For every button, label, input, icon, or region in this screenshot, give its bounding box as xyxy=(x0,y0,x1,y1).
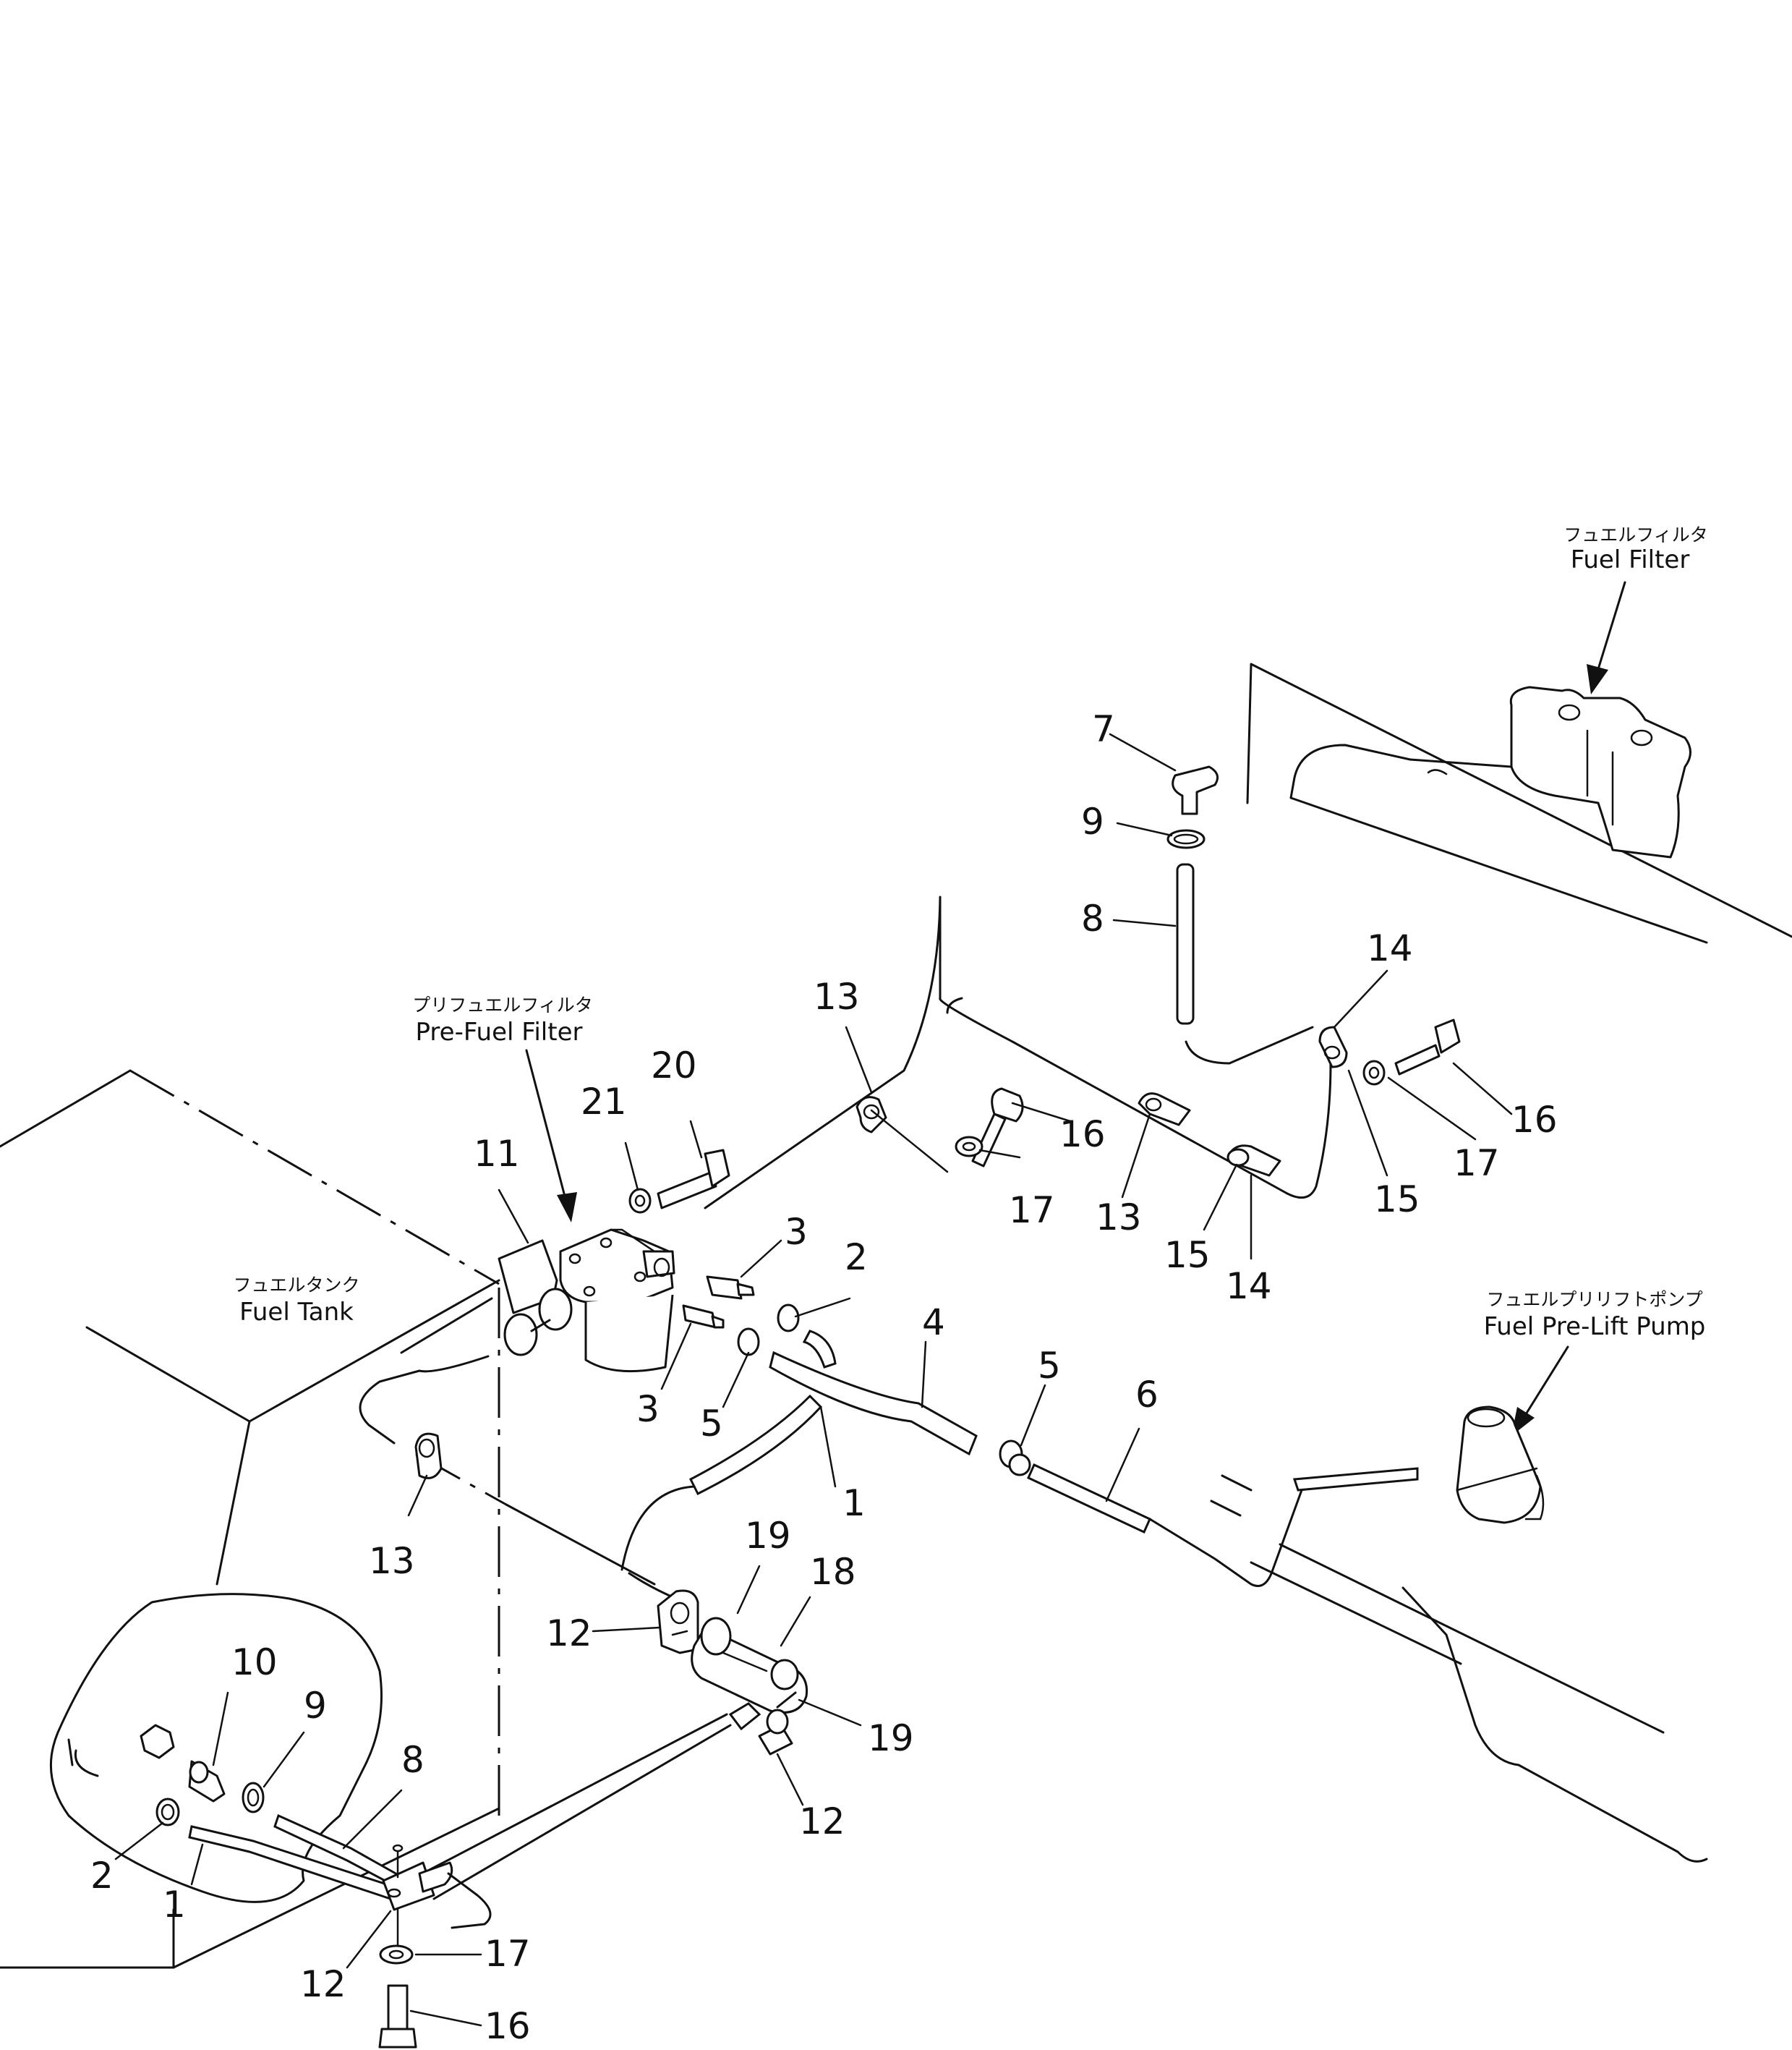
callout-14: 14 xyxy=(1226,1265,1272,1307)
bracket-12-lower-right xyxy=(758,1691,797,1756)
callout-20: 20 xyxy=(651,1045,697,1086)
callout-3: 3 xyxy=(785,1211,808,1253)
detail-circle xyxy=(49,1593,383,1903)
callout-11: 11 xyxy=(474,1133,520,1175)
fuel-filter-label-jp: フュエルフィルタ xyxy=(1563,524,1708,545)
fuel-tank-outline xyxy=(0,1069,500,1969)
callout-17: 17 xyxy=(1009,1189,1055,1231)
bolt-16-lower xyxy=(378,1908,417,2049)
callout-16: 16 xyxy=(485,2005,531,2047)
fuel-filter-arrow xyxy=(1587,581,1626,694)
callout-17: 17 xyxy=(1454,1142,1500,1184)
hose-8-upper xyxy=(1176,863,1195,1025)
clamp-5-lower xyxy=(999,1439,1031,1476)
callout-13: 13 xyxy=(369,1540,415,1582)
clamp-5-upper xyxy=(737,1327,760,1356)
fuel-pre-lift-pump-label-jp: フュエルプリリフトポンプ xyxy=(1486,1289,1702,1310)
callout-9: 9 xyxy=(1081,801,1104,843)
callout-8: 8 xyxy=(1081,898,1104,940)
fuel-pre-lift-pump-body xyxy=(1456,1405,1545,1524)
callout-1: 1 xyxy=(163,1884,186,1926)
fuel-pre-lift-pump-arrow xyxy=(1511,1345,1569,1436)
fitting-10 xyxy=(140,1724,226,1803)
leader-lines xyxy=(114,733,1513,2027)
hose-4 xyxy=(769,1351,978,1456)
callout-15: 15 xyxy=(1164,1234,1211,1276)
clip-13-lower xyxy=(414,1432,443,1479)
callout-18: 18 xyxy=(810,1551,856,1593)
callout-5: 5 xyxy=(700,1403,723,1445)
callout-16: 16 xyxy=(1059,1113,1106,1155)
washer-21 xyxy=(628,1188,652,1214)
hose-between-filter-18 xyxy=(628,1572,678,1600)
callout-16: 16 xyxy=(1511,1099,1558,1141)
fuel-line-to-tank xyxy=(407,1702,761,1900)
fuel-pre-lift-pump-label-en: Fuel Pre-Lift Pump xyxy=(1484,1312,1706,1341)
callout-4: 4 xyxy=(922,1301,945,1343)
bolt-16-middle xyxy=(971,1087,1024,1168)
callout-7: 7 xyxy=(1092,708,1115,750)
washer-17-middle xyxy=(955,1136,984,1157)
callout-13: 13 xyxy=(1096,1196,1142,1238)
callout-13: 13 xyxy=(814,976,860,1018)
hose-4-small xyxy=(802,1330,837,1369)
callout-17: 17 xyxy=(485,1933,531,1975)
fuel-filter-label-en: Fuel Filter xyxy=(1571,545,1690,574)
hose-1-upper-tail xyxy=(620,1485,696,1571)
callout-10: 10 xyxy=(231,1641,278,1683)
callout-14: 14 xyxy=(1367,927,1413,969)
washer-17-upper-right xyxy=(1362,1060,1386,1086)
callout-19: 19 xyxy=(868,1717,914,1759)
bracket-11 xyxy=(498,1239,573,1356)
callout-1: 1 xyxy=(842,1482,866,1524)
callout-5: 5 xyxy=(1038,1345,1061,1387)
fuel-filter-body xyxy=(1427,686,1691,859)
callout-8: 8 xyxy=(401,1739,424,1781)
callout-21: 21 xyxy=(581,1081,627,1123)
callout-19: 19 xyxy=(745,1515,791,1557)
connector-3-upper xyxy=(706,1275,755,1300)
clip-15-middle xyxy=(1226,1144,1281,1177)
fuel-line-upper xyxy=(704,896,1332,1209)
elbow-fitting-7 xyxy=(1172,765,1219,815)
clip-13-middle xyxy=(1138,1092,1191,1126)
callout-6: 6 xyxy=(1135,1374,1159,1416)
callout-12: 12 xyxy=(799,1800,845,1842)
hoses-detail xyxy=(67,1738,411,1900)
fuel-tank-label-jp: フュエルタンク xyxy=(233,1275,359,1296)
pre-fuel-filter-body xyxy=(559,1228,675,1373)
callout-12: 12 xyxy=(300,1963,346,2005)
pre-fuel-filter-label-jp: プリフュエルフィルタ xyxy=(412,995,593,1016)
callout-15: 15 xyxy=(1374,1178,1420,1220)
connector-3-lower xyxy=(682,1304,725,1329)
pre-fuel-filter-arrow xyxy=(525,1049,577,1222)
callout-9: 9 xyxy=(304,1685,327,1727)
bracket-12-lower xyxy=(382,1844,492,1929)
clip-13-upper-left xyxy=(856,1096,887,1134)
callout-2: 2 xyxy=(845,1236,868,1278)
clamp-9-lower xyxy=(242,1782,265,1813)
filter-18 xyxy=(691,1617,808,1714)
leader-13-to-17 xyxy=(870,1109,949,1173)
engine-outline-lower xyxy=(1210,1474,1708,1863)
washer-17-lower xyxy=(379,1944,414,1965)
hose-clamp-9-upper xyxy=(1166,829,1206,849)
bolt-16-upper-right xyxy=(1394,1018,1461,1076)
callout-2: 2 xyxy=(90,1855,114,1897)
bracket-12-middle xyxy=(657,1589,699,1654)
fuel-tank-label-en: Fuel Tank xyxy=(239,1298,354,1327)
pre-fuel-filter-label-en: Pre-Fuel Filter xyxy=(416,1018,583,1047)
callout-numbers: 7 9 8 14 16 17 15 13 16 17 13 15 14 20 2… xyxy=(90,708,1558,2047)
clamp-2-lower xyxy=(155,1798,180,1826)
callout-12: 12 xyxy=(546,1612,592,1654)
callout-3: 3 xyxy=(636,1388,660,1430)
clamp-2-upper xyxy=(777,1303,800,1332)
fuel-line-lower xyxy=(1148,1467,1419,1587)
bolt-20 xyxy=(657,1149,730,1209)
clip-14-upper-right xyxy=(1318,1026,1348,1068)
tube-6 xyxy=(1027,1463,1151,1534)
